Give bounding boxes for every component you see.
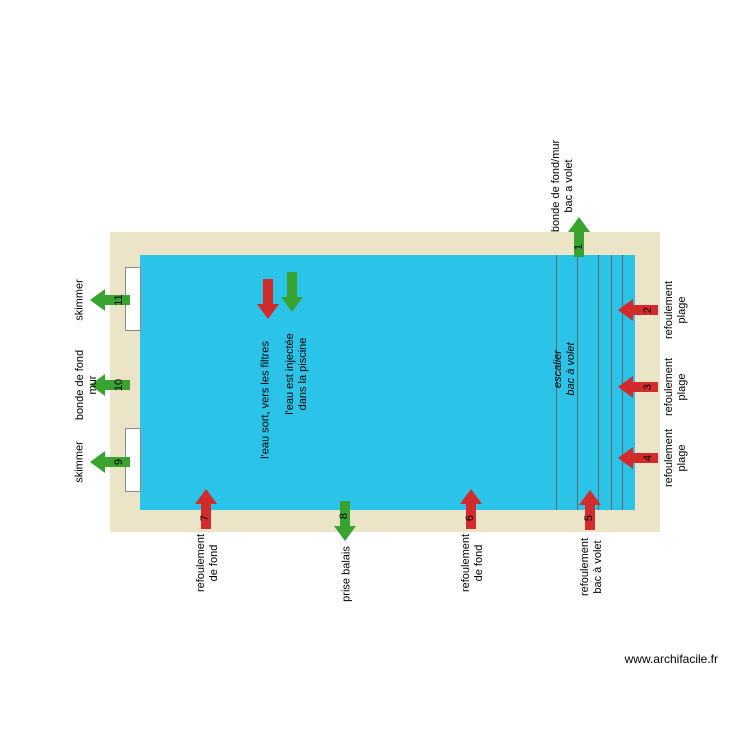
label-skimmer-top: skimmer [73, 279, 86, 321]
arrow-number-7: 7 [199, 514, 211, 522]
arrow-8-prise-balais-icon [333, 501, 357, 541]
stair-line [598, 255, 599, 510]
pool-water [140, 255, 635, 510]
stairs-label: escalier bac à volet [552, 342, 577, 396]
arrow-number-10: 10 [113, 378, 125, 392]
arrow-10-bonde-fond-icon [90, 373, 130, 397]
arrow-3-refoulement-plage-icon [618, 375, 658, 399]
flow-note-eau-injectee: l'eau est injectée dans la piscine [284, 333, 309, 415]
arrow-9-skimmer-icon [90, 450, 130, 474]
eau-sort-arrow-icon [256, 279, 280, 319]
arrow-7-refoulement-fond-icon [194, 489, 218, 529]
arrow-5-refoulement-bac-volet-icon [578, 490, 602, 530]
label-refoulement-fond-2: refoulement de fond [195, 533, 220, 593]
label-refoulement-plage-1: refoulement plage [663, 280, 688, 340]
arrow-number-11: 11 [113, 294, 125, 306]
stair-line [611, 255, 612, 510]
arrow-number-6: 6 [464, 514, 476, 522]
label-refoulement-plage-2: refoulement plage [663, 357, 688, 417]
stair-line [577, 255, 578, 510]
arrow-number-2: 2 [642, 306, 654, 314]
arrow-1-bonde-fond-mur-icon [567, 217, 591, 257]
label-refoulement-plage-3: refoulement plage [663, 428, 688, 488]
flow-note-eau-sort: l'eau sort, vers les filtres [259, 341, 272, 459]
eau-injectee-arrow-icon [280, 272, 304, 312]
arrow-number-5: 5 [583, 514, 595, 522]
arrow-11-skimmer-icon [90, 288, 130, 312]
stair-line [622, 255, 623, 510]
arrow-6-refoulement-fond-icon [459, 489, 483, 529]
stair-line [556, 255, 557, 510]
label-refoulement-bac-volet: refoulement bac à volet [579, 537, 604, 597]
arrow-2-refoulement-plage-icon [618, 298, 658, 322]
arrow-4-refoulement-plage-icon [618, 446, 658, 470]
watermark: www.archifacile.fr [624, 652, 718, 666]
arrow-number-9: 9 [113, 458, 125, 466]
label-prise-balais: prise balais [340, 546, 353, 602]
arrow-number-8: 8 [338, 512, 350, 520]
label-bonde-fond-mur: bonde de fond mur [74, 349, 99, 421]
label-refoulement-fond-1: refoulement de fond [460, 533, 485, 593]
arrow-number-4: 4 [642, 454, 654, 462]
arrow-number-3: 3 [642, 383, 654, 391]
label-bonde-fond-mur-bac-volet: bonde de fond/mur bac a volet [550, 139, 575, 233]
arrow-number-1: 1 [573, 243, 585, 251]
label-skimmer-bottom: skimmer [73, 441, 86, 483]
